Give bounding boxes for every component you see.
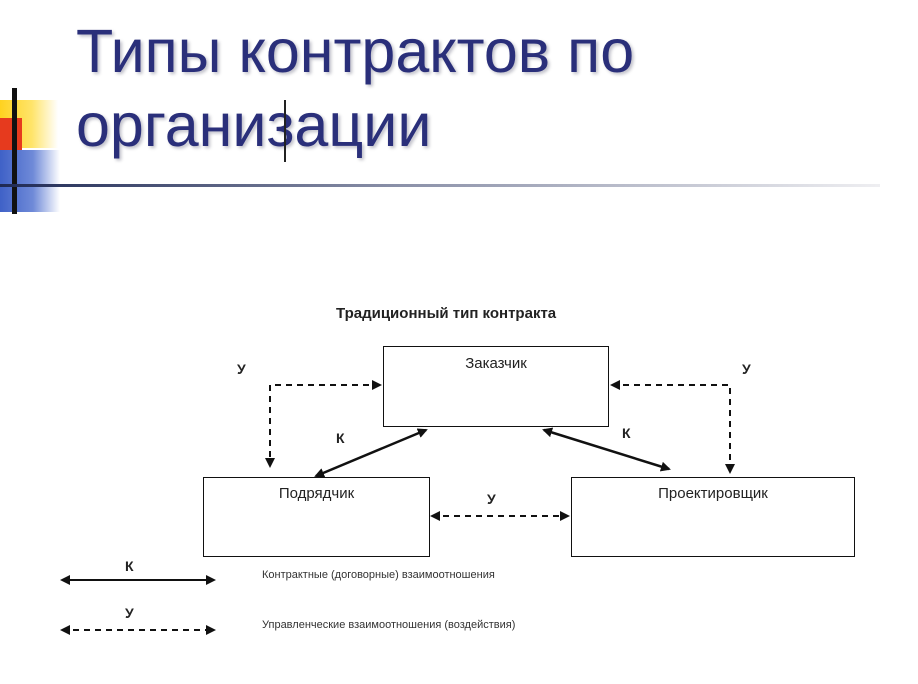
contract-arrow-customer-contractor [314, 428, 428, 478]
slide-title: Типы контрактов по организации [76, 14, 876, 162]
node-contractor: Подрядчик [203, 477, 430, 557]
node-designer-label: Проектировщик [658, 485, 768, 502]
slide-title-line-1: Типы контрактов по [76, 17, 635, 85]
contract-arrow-customer-designer [542, 427, 671, 472]
legend-management-text: Управленческие взаимоотношения (воздейст… [262, 619, 516, 631]
edge-mark-contract-right: К [622, 425, 631, 441]
accent-vertical-bar [12, 88, 17, 214]
node-designer: Проектировщик [571, 477, 855, 557]
text-cursor [284, 100, 286, 162]
node-customer-label: Заказчик [465, 355, 527, 372]
management-arrow-customer-designer [610, 380, 735, 474]
edge-mark-management-right: У [742, 361, 751, 377]
title-underline-rule [0, 184, 880, 187]
edge-mark-management-bottom: У [487, 491, 496, 507]
legend-contract-symbol: К [125, 558, 134, 574]
slide-title-line-2: организации [76, 91, 432, 159]
accent-blue-block [0, 150, 60, 212]
legend-contract-text: Контрактные (договорные) взаимоотношения [262, 569, 495, 581]
edge-mark-contract-left: К [336, 430, 345, 446]
node-customer: Заказчик [383, 346, 609, 427]
edge-mark-management-left: У [237, 361, 246, 377]
management-arrow-customer-contractor [265, 380, 382, 468]
node-contractor-label: Подрядчик [278, 485, 355, 502]
diagram-caption: Традиционный тип контракта [336, 305, 557, 322]
legend-management-symbol: У [125, 605, 134, 621]
